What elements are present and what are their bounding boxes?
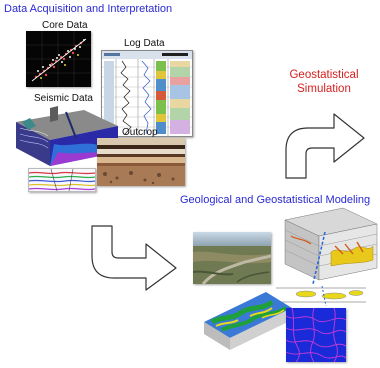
stochastic-realization-map [286, 308, 346, 362]
geostatistical-simulation-label: Geostatistical Simulation [278, 68, 370, 96]
log-data-well-log-image [101, 50, 193, 137]
geological-block-model-image [283, 206, 379, 286]
seismic-data-label: Seismic Data [34, 93, 93, 104]
aerial-landscape-photo [193, 232, 271, 284]
simulation-line-1: Geostatistical [289, 69, 359, 81]
core-data-label: Core Data [42, 20, 88, 31]
log-data-label: Log Data [124, 38, 165, 49]
seismic-section-image [28, 168, 96, 192]
outcrop-photo [97, 138, 185, 186]
simulation-line-2: Simulation [297, 83, 351, 95]
cross-section-sketch-image [276, 282, 366, 308]
outcrop-label: Outcrop [122, 127, 158, 138]
seismic-data-3d-volume-image [14, 104, 120, 168]
section-title-data-acquisition: Data Acquisition and Interpretation [4, 3, 173, 15]
section-title-geological-modeling: Geological and Geostatistical Modeling [180, 194, 371, 206]
facies-3d-model-image [202, 288, 294, 352]
curved-arrow-down-right-icon [91, 225, 177, 291]
core-data-crossplot-image [26, 31, 91, 87]
curved-arrow-up-right-icon [285, 113, 365, 179]
